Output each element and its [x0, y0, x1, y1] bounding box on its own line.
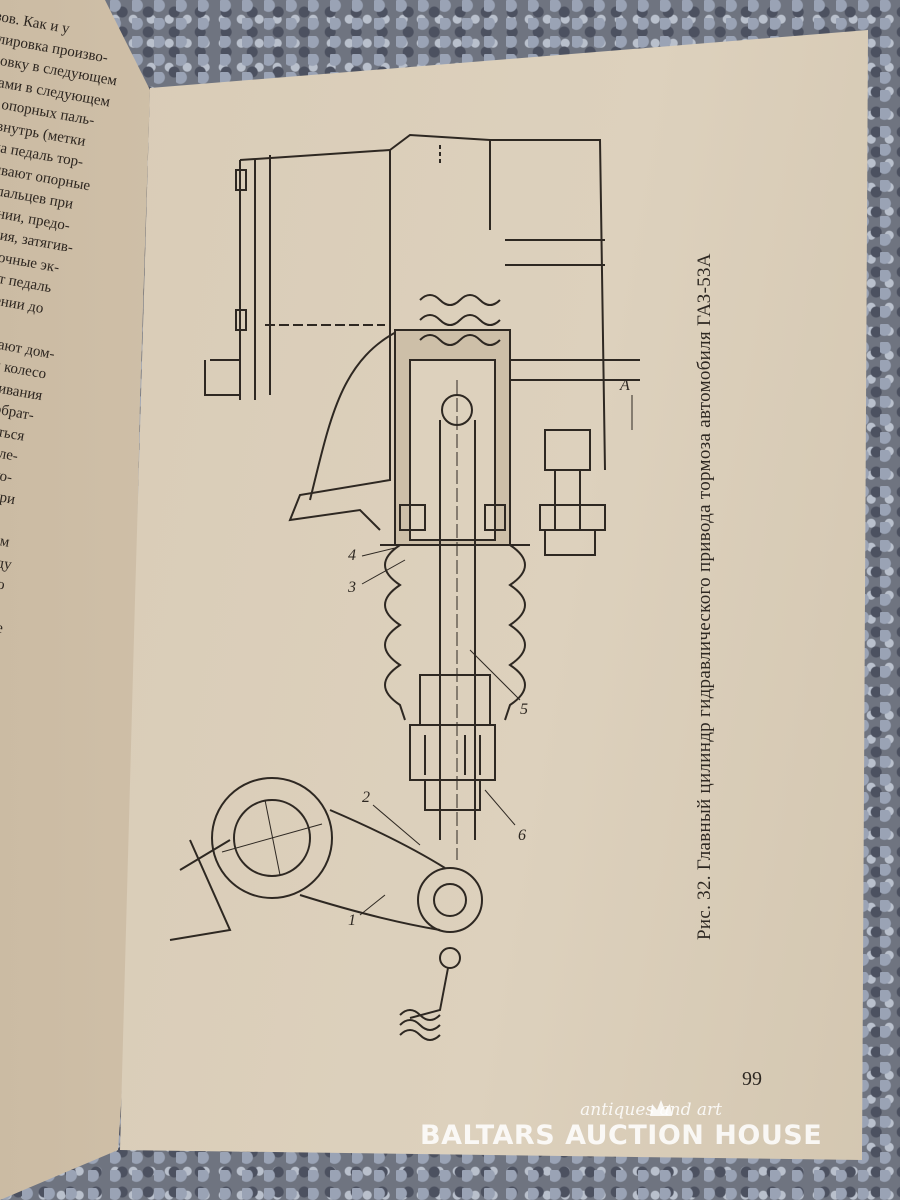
label-5: 5 [520, 701, 528, 718]
watermark: antiques and art BALTARS AUCTION HOUSE [420, 1100, 822, 1151]
rubber-boot [380, 544, 530, 721]
figure-caption: Рис. 32. Главный цилиндр гидравлического… [694, 253, 715, 940]
label-4: 4 [348, 547, 356, 564]
cylinder-section [394, 294, 511, 860]
label-2: 2 [362, 789, 370, 806]
watermark-name: BALTARS AUCTION HOUSE [420, 1120, 823, 1151]
label-3: 3 [347, 579, 356, 596]
page-number: 99 [742, 1068, 762, 1090]
callouts [359, 395, 633, 916]
pushrod [409, 674, 496, 811]
watermark-tagline: antiques and art [580, 1100, 722, 1120]
bolt [539, 429, 606, 556]
label-a: А [619, 377, 630, 394]
crown-icon [650, 1100, 672, 1116]
bracket [204, 149, 391, 400]
label-1: 1 [348, 912, 356, 929]
label-6: 6 [518, 827, 526, 844]
housing [265, 133, 640, 531]
pedal-lever [169, 777, 483, 1041]
